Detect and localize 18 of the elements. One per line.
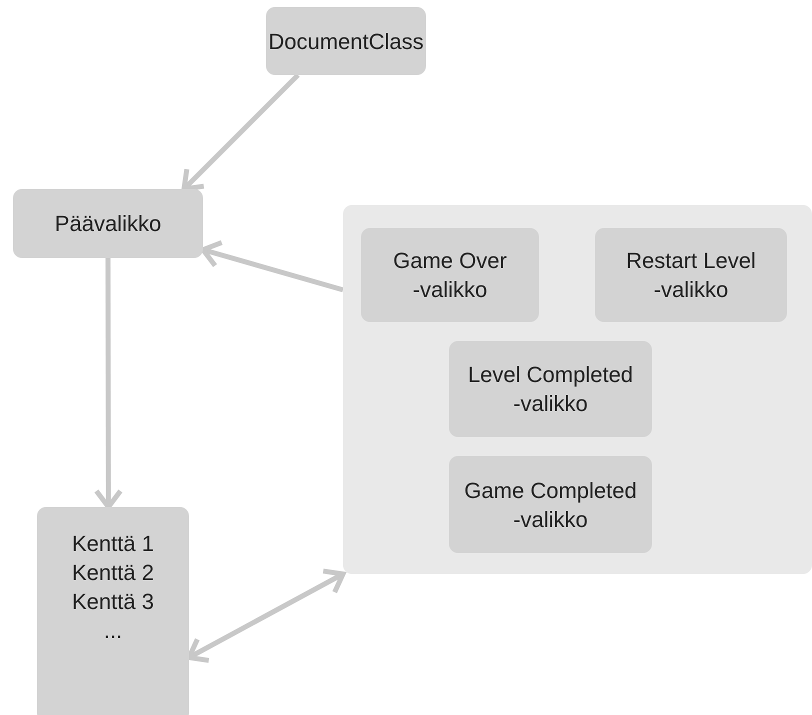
- menu-box: [37, 507, 189, 715]
- menu-box: [13, 189, 203, 258]
- node-label: Kenttä 1: [72, 530, 154, 558]
- node-label: Restart Level -valikko: [625, 247, 757, 304]
- arrow: [94, 258, 123, 510]
- node-label: Päävalikko: [54, 210, 162, 238]
- arrow: [200, 240, 344, 292]
- node-label: Level Completed -valikko: [466, 361, 634, 418]
- arrow: [186, 568, 346, 663]
- group-panel: [343, 205, 812, 574]
- arrow: [182, 73, 300, 192]
- node-label: Game Over -valikko: [392, 247, 508, 304]
- menu-box: [266, 7, 426, 75]
- node-label: Kenttä 2: [72, 559, 154, 587]
- node-label: Kenttä 3: [72, 588, 154, 616]
- node-label: Game Completed -valikko: [463, 476, 638, 534]
- node-label: DocumentClass: [268, 28, 424, 56]
- node-label: ...: [104, 617, 122, 645]
